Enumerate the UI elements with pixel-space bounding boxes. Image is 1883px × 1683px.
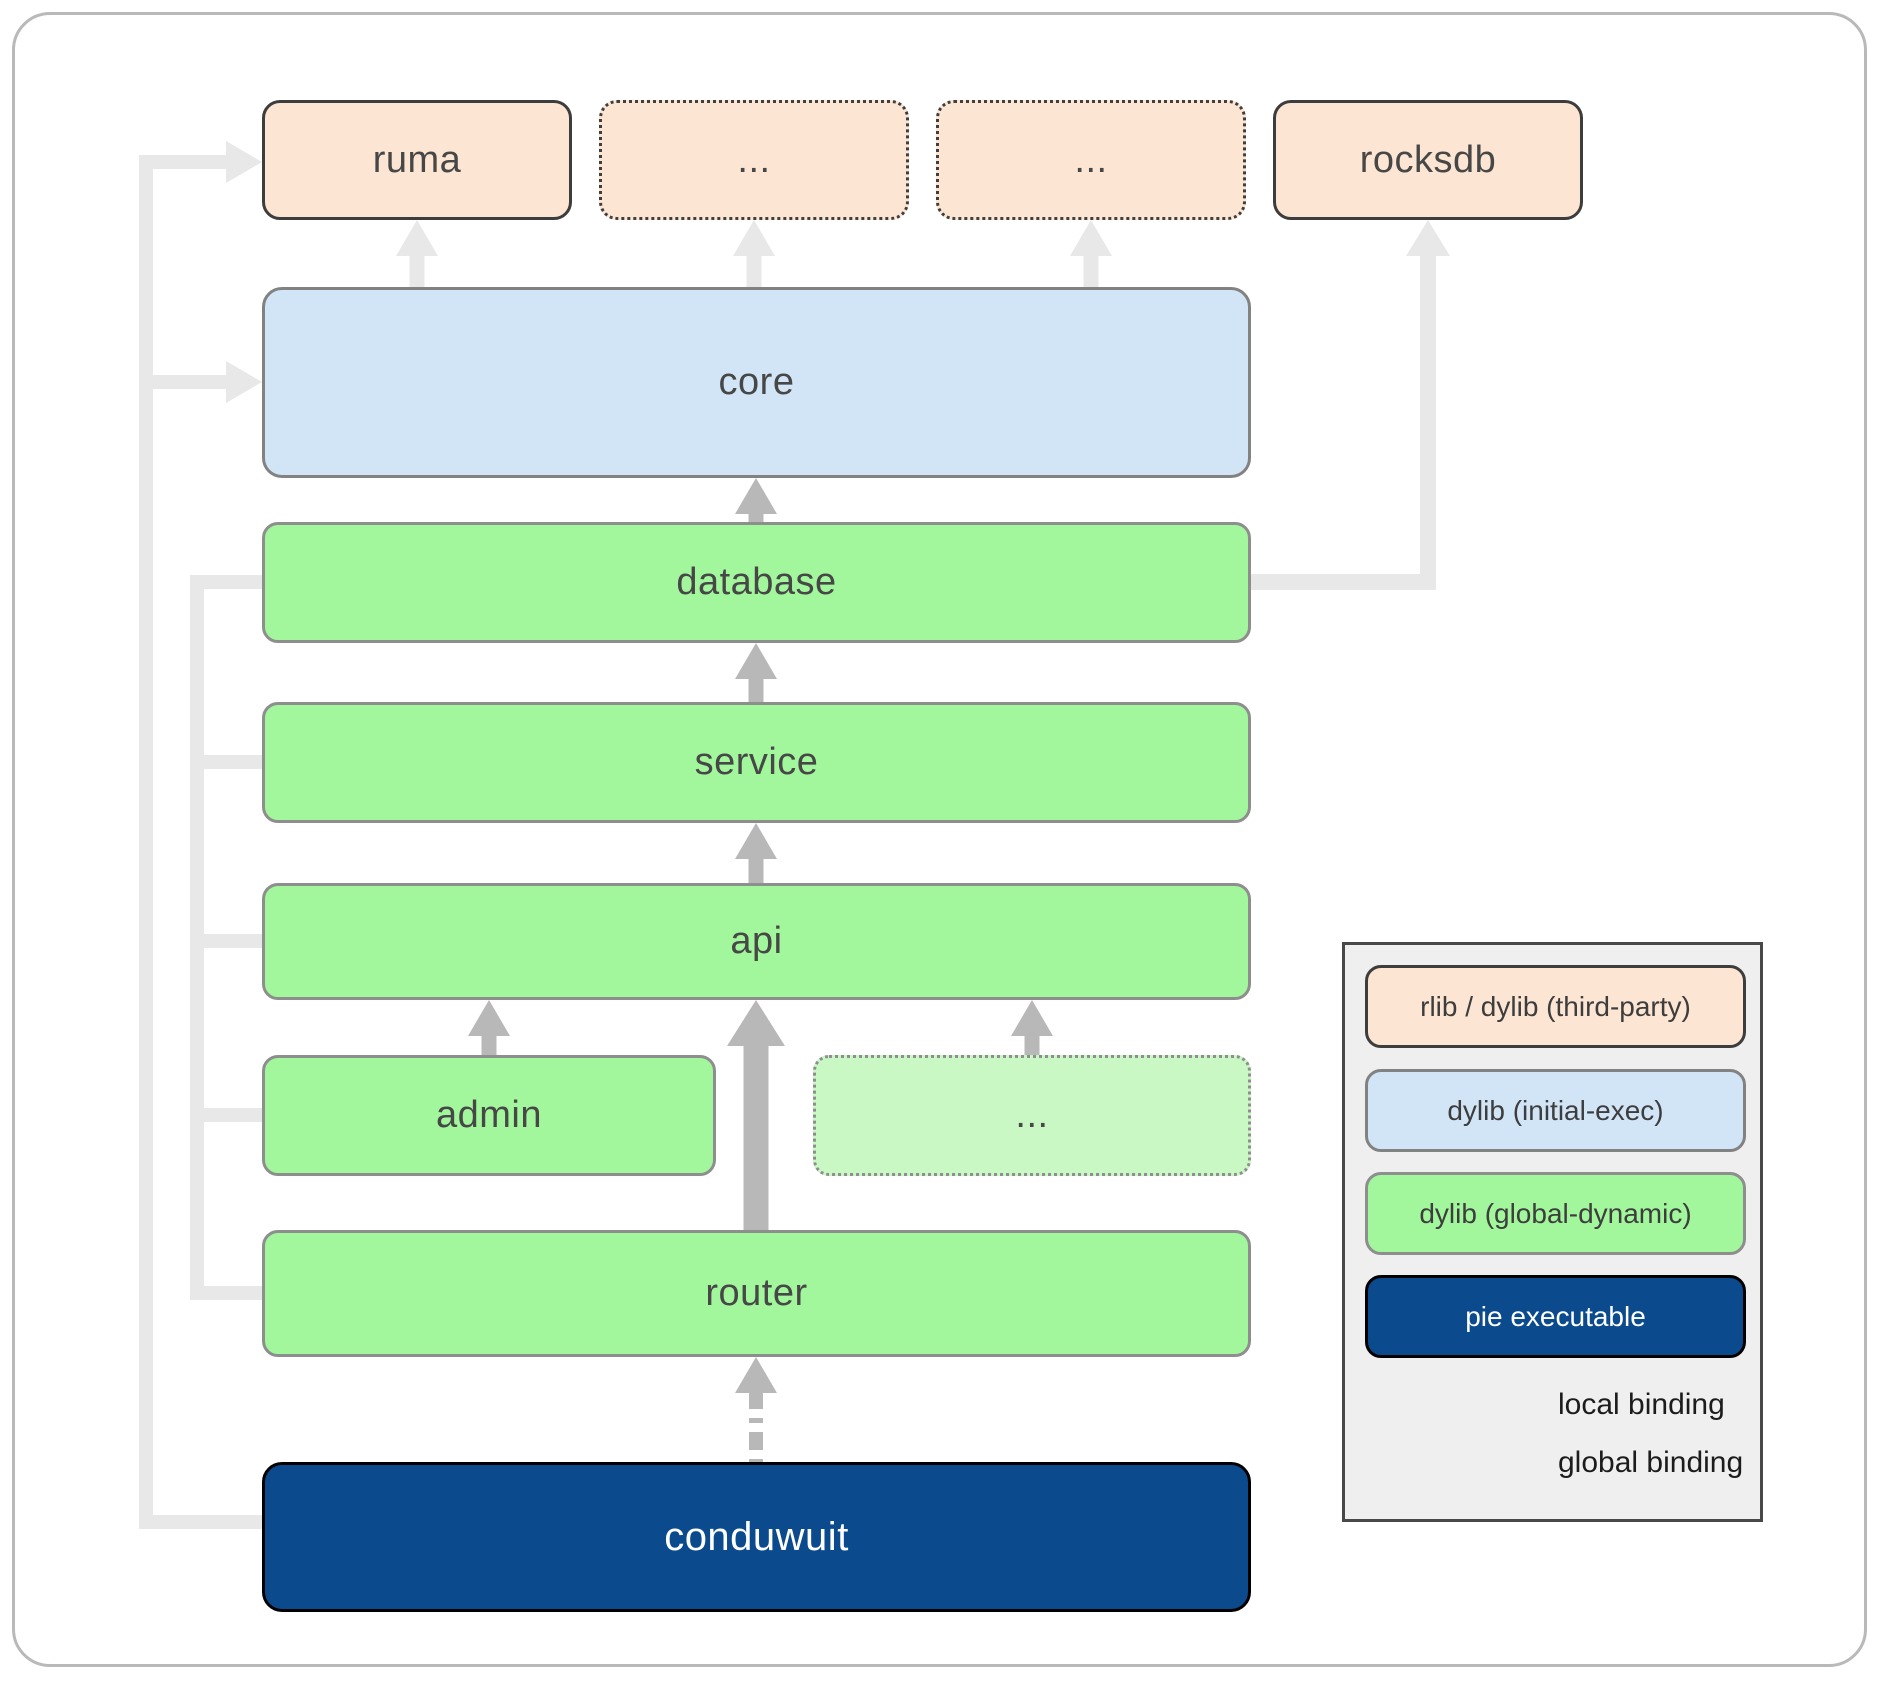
legend-label-local-binding: local binding bbox=[1558, 1388, 1725, 1421]
arrow-admin-to-api-head bbox=[468, 1000, 510, 1036]
arrow-core-to-ellipsis1-head bbox=[733, 220, 775, 256]
arrow-api-to-service-head bbox=[735, 823, 777, 859]
node-api: api bbox=[262, 883, 1251, 1000]
legend-item-initial-exec: dylib (initial-exec) bbox=[1365, 1069, 1746, 1152]
legend-item-pie-executable: pie executable bbox=[1365, 1275, 1746, 1358]
arrow-service-to-database-head bbox=[735, 643, 777, 679]
deemphasized-arrows bbox=[396, 220, 1450, 590]
node-router: router bbox=[262, 1230, 1251, 1357]
node-rocksdb: rocksdb bbox=[1273, 100, 1583, 220]
global-binding-arrows bbox=[468, 478, 1053, 1462]
binding-network bbox=[139, 141, 263, 1529]
legend-item-third-party: rlib / dylib (third-party) bbox=[1365, 965, 1746, 1048]
node-conduwuit: conduwuit bbox=[262, 1462, 1251, 1612]
node-ellipsis-admin: ... bbox=[813, 1055, 1251, 1176]
arrow-database-to-core-head bbox=[735, 478, 777, 514]
node-ellipsis-top-1: ... bbox=[599, 100, 909, 220]
node-database: database bbox=[262, 522, 1251, 643]
arrowhead-into-core bbox=[226, 361, 262, 403]
node-service: service bbox=[262, 702, 1251, 823]
legend: rlib / dylib (third-party) dylib (initia… bbox=[1342, 942, 1763, 1522]
arrow-router-to-api-head bbox=[727, 1000, 785, 1046]
arrow-database-to-rocksdb-shaft bbox=[1251, 252, 1436, 590]
arrow-ellipsis3-to-api-head bbox=[1011, 1000, 1053, 1036]
legend-item-global-dynamic: dylib (global-dynamic) bbox=[1365, 1172, 1746, 1255]
arrow-core-to-ruma-head bbox=[396, 220, 438, 256]
node-ellipsis-top-2: ... bbox=[936, 100, 1246, 220]
arrow-conduwuit-to-router-head bbox=[735, 1357, 777, 1393]
node-core: core bbox=[262, 287, 1251, 478]
node-ruma: ruma bbox=[262, 100, 572, 220]
arrowhead-into-ruma bbox=[226, 141, 262, 183]
legend-label-global-binding: global binding bbox=[1558, 1446, 1744, 1479]
arrow-database-to-rocksdb-head bbox=[1406, 220, 1450, 256]
arrow-core-to-ellipsis2-head bbox=[1070, 220, 1112, 256]
node-admin: admin bbox=[262, 1055, 716, 1176]
